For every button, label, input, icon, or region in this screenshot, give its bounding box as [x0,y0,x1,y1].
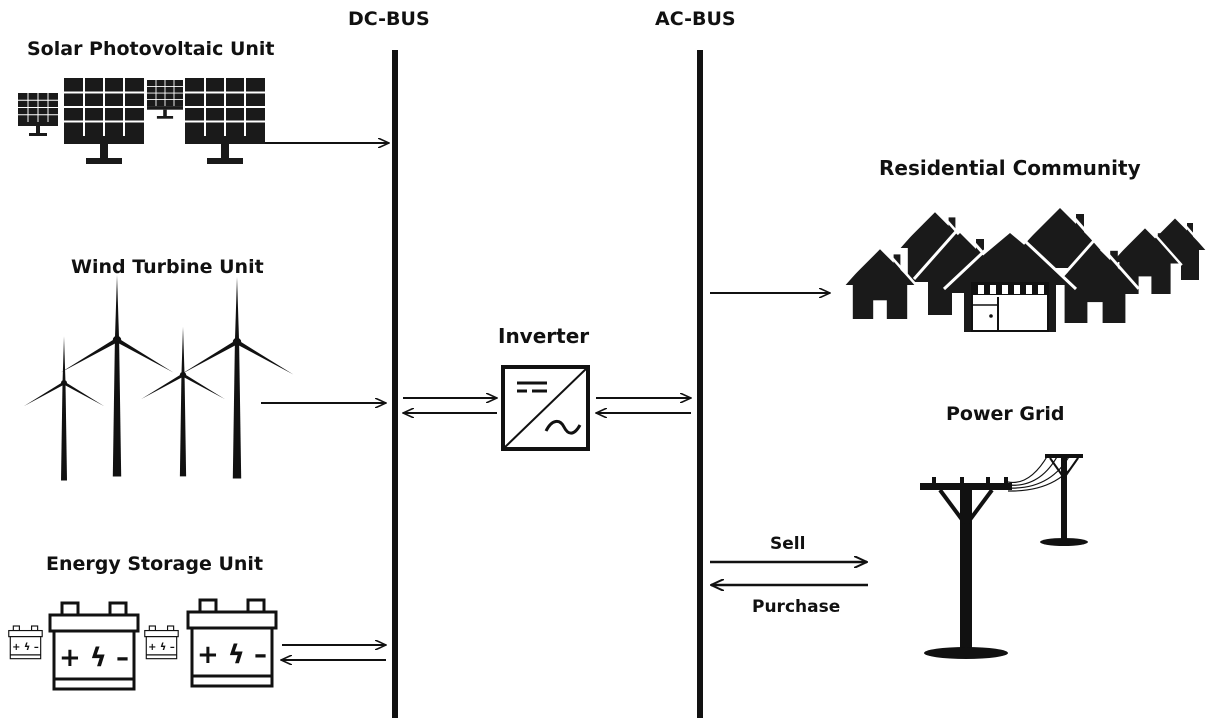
solar-unit-label: Solar Photovoltaic Unit [27,38,275,60]
solar-panel-icon [18,78,265,164]
house-icon [841,202,1210,332]
purchase-label: Purchase [752,597,840,617]
inverter-label: Inverter [498,324,589,348]
residential-community-label: Residential Community [879,156,1141,180]
ac-bus-label: AC-BUS [655,8,736,30]
battery-icon [9,600,276,689]
wind-unit-label: Wind Turbine Unit [71,256,264,278]
sell-label: Sell [770,534,805,554]
wind-turbine-icon [23,275,294,498]
storage-unit-label: Energy Storage Unit [46,553,263,575]
dc-bus-label: DC-BUS [348,8,430,30]
power-pole-icon [920,454,1088,659]
inverter-icon [503,367,588,449]
power-grid-label: Power Grid [946,403,1064,425]
